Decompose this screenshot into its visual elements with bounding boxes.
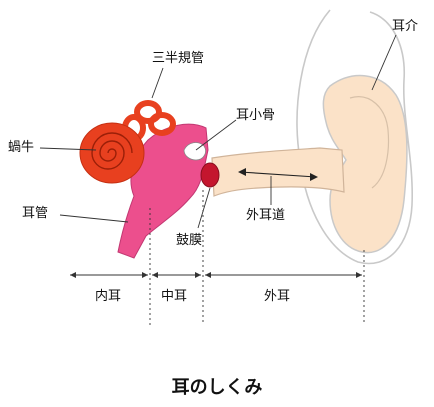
label-eustachian-tube: 耳管 — [22, 207, 48, 220]
ear-canal-shape — [212, 148, 344, 196]
section-inner-ear: 内耳 — [95, 290, 121, 303]
section-outer-ear: 外耳 — [264, 290, 290, 303]
cochlea-shape — [80, 123, 144, 183]
eardrum-shape — [201, 163, 219, 187]
label-auricle: 耳介 — [392, 20, 418, 33]
label-semicircular-canals: 三半規管 — [152, 52, 204, 65]
label-cochlea: 蝸牛 — [8, 141, 34, 154]
label-ear-canal: 外耳道 — [246, 209, 285, 222]
diagram-caption: 耳のしくみ — [0, 373, 434, 399]
label-ossicles: 耳小骨 — [236, 109, 275, 122]
section-middle-ear: 中耳 — [161, 290, 187, 303]
label-eardrum: 鼓膜 — [176, 234, 202, 247]
